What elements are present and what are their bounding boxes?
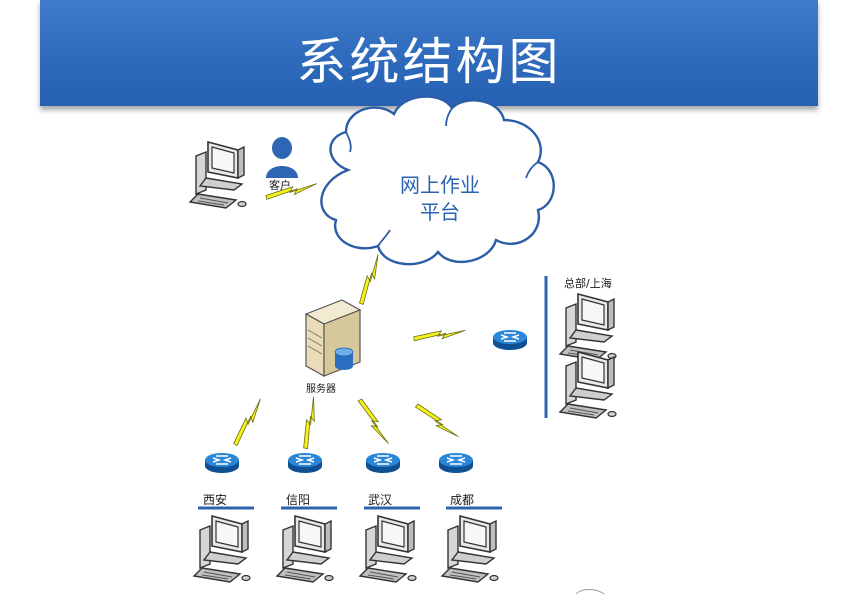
hq-computer-icon-1	[559, 293, 617, 361]
server-icon	[304, 299, 362, 378]
title-banner: 系统结构图	[40, 0, 818, 106]
hq-link-bolt	[413, 327, 467, 343]
cloud-shape	[320, 95, 555, 266]
branch-computer-icon-4	[441, 515, 499, 583]
branch-label-3: 武汉	[368, 493, 393, 507]
branch-link-bolt-2	[300, 395, 320, 450]
hq-computer-icon-2	[559, 351, 617, 419]
cloud-label: 网上作业 平台	[380, 172, 500, 226]
branch-label-2: 信阳	[286, 493, 311, 507]
cloud-link-bolt	[356, 253, 384, 306]
hq-label: 总部/上海	[564, 277, 612, 290]
branch-computer-icon-1	[193, 515, 251, 583]
branch-label-1: 西安	[203, 493, 228, 507]
server-label: 服务器	[306, 384, 336, 395]
branch-computer-icon-3	[359, 515, 417, 583]
branch-computer-icon-2	[276, 515, 334, 583]
branch-link-bolt-1	[230, 397, 266, 447]
branch-link-bolt-3	[356, 397, 391, 447]
branch-router-icon-3	[365, 452, 401, 474]
user-icon	[266, 137, 298, 178]
branch-router-icon-4	[438, 452, 474, 474]
decorative-arc	[575, 589, 605, 594]
cloud-label-line2: 平台	[420, 200, 460, 224]
branch-router-icon-1	[204, 452, 240, 474]
branch-label-4: 成都	[450, 493, 475, 507]
branch-router-icon-2	[287, 452, 323, 474]
hq-router-icon	[492, 329, 528, 351]
page-title: 系统结构图	[296, 33, 562, 91]
branch-link-bolt-4	[414, 401, 461, 442]
client-label: 客户	[269, 179, 291, 192]
cloud-label-line1: 网上作业	[400, 173, 480, 197]
client-computer-icon	[189, 141, 247, 209]
